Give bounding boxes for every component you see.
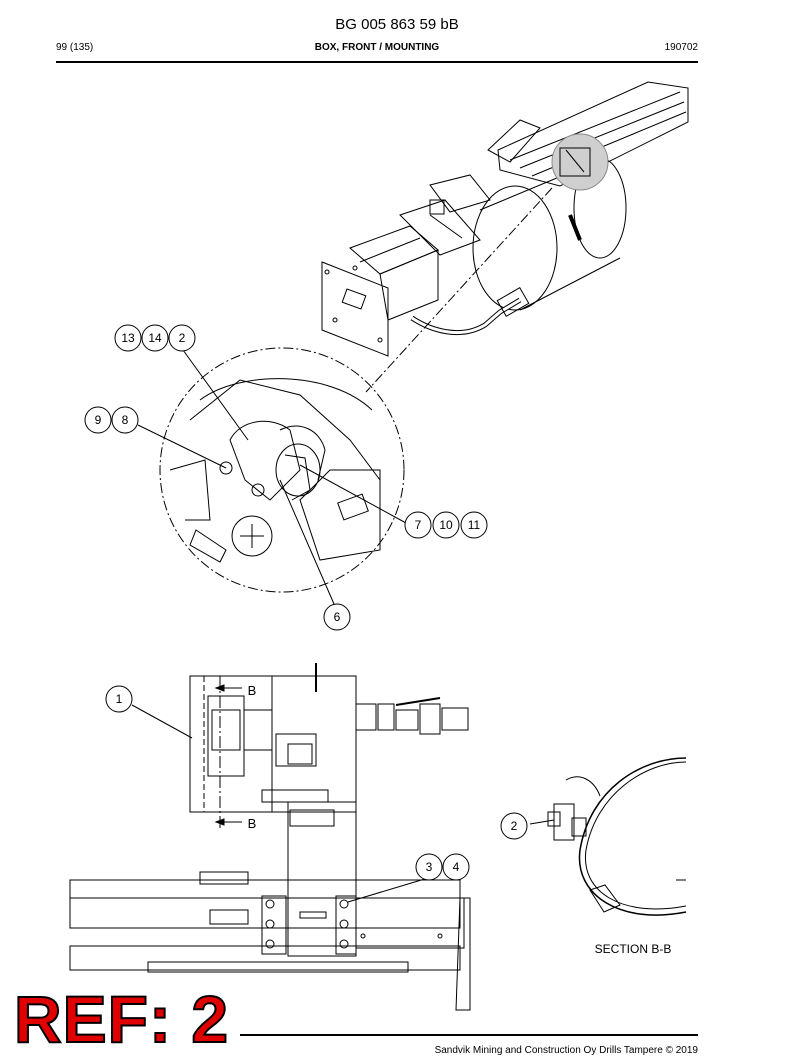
date-code: 190702	[664, 42, 698, 53]
callout-13: 13	[121, 331, 135, 345]
document-number: BG 005 863 59 bB	[335, 16, 459, 33]
callout-2-upper: 2	[179, 331, 186, 345]
page-number: 99 (135)	[56, 42, 94, 53]
detail-leader-line	[365, 187, 553, 393]
section-label: SECTION B-B	[595, 942, 672, 956]
section-mark-b-lower: B	[248, 816, 257, 831]
callout-4: 4	[453, 860, 460, 874]
footer-rule	[240, 1034, 698, 1036]
callout-14: 14	[148, 331, 162, 345]
callout-8: 8	[122, 413, 129, 427]
detail-view	[159, 347, 405, 593]
isometric-assembly	[321, 81, 689, 357]
callout-1: 1	[116, 692, 123, 706]
callout-9: 9	[95, 413, 102, 427]
reference-stamp: REF: 2	[13, 982, 230, 1056]
callout-11: 11	[468, 518, 481, 532]
callout-2-section: 2	[511, 819, 518, 833]
section-title: BOX, FRONT / MOUNTING	[314, 42, 440, 53]
section-view	[529, 757, 687, 916]
callout-3: 3	[426, 860, 433, 874]
callout-7: 7	[415, 518, 422, 532]
footer-copyright: Sandvik Mining and Construction Oy Drill…	[434, 1045, 698, 1056]
callout-10: 10	[439, 518, 453, 532]
header-rule	[56, 61, 698, 63]
front-view	[69, 663, 471, 1011]
section-mark-b-upper: B	[248, 683, 257, 698]
callout-6: 6	[334, 610, 341, 624]
